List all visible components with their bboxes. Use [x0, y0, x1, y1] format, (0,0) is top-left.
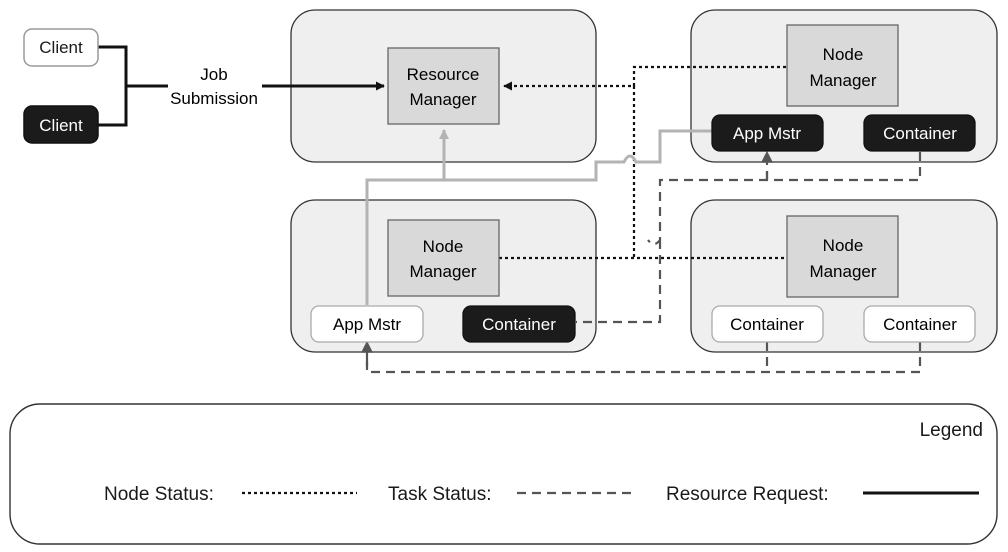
- legend-task-status-label: Task Status:: [388, 484, 492, 505]
- app-master-request-line-top: [444, 129, 712, 182]
- client-dark-box: Client: [23, 105, 99, 144]
- legend-panel: [9, 403, 998, 545]
- container-top-right-box: Container: [863, 114, 976, 152]
- legend-title: Legend: [920, 420, 983, 441]
- container-middle-box: Container: [462, 305, 576, 343]
- node-manager-bottom-right-line2: Manager: [809, 262, 876, 281]
- container-bottom-right-b-box: Container: [863, 305, 976, 343]
- client-join-line: [98, 45, 128, 127]
- resource-manager-label-line1: Resource: [407, 65, 480, 84]
- node-manager-top-right-box: Node Manager: [786, 24, 899, 107]
- resource-manager-box: Resource Manager: [387, 47, 500, 125]
- container-top-right-label: Container: [883, 124, 957, 143]
- node-manager-middle-box: Node Manager: [387, 219, 500, 297]
- node-manager-middle-line2: Manager: [409, 262, 476, 281]
- container-middle-label: Container: [482, 315, 556, 334]
- container-bottom-right-a-label: Container: [730, 315, 804, 334]
- app-master-middle-label: App Mstr: [333, 315, 401, 334]
- node-manager-top-right-line2: Manager: [809, 71, 876, 90]
- legend-resource-request-label: Resource Request:: [666, 484, 829, 505]
- client-light-label: Client: [39, 38, 83, 57]
- app-master-middle-box: App Mstr: [310, 305, 424, 343]
- node-manager-bottom-right-line1: Node: [823, 236, 864, 255]
- legend-node-status-label: Node Status:: [104, 484, 214, 505]
- node-status-line-top: [503, 65, 786, 91]
- container-bottom-right-a-box: Container: [711, 305, 824, 343]
- container-bottom-right-b-label: Container: [883, 315, 957, 334]
- app-master-top-right-label: App Mstr: [733, 124, 801, 143]
- client-light-box: Client: [23, 28, 99, 67]
- resource-manager-label-line2: Manager: [409, 90, 476, 109]
- node-manager-top-right-line1: Node: [823, 45, 864, 64]
- node-status-line-lower: [499, 86, 786, 260]
- node-manager-bottom-right-box: Node Manager: [786, 215, 899, 298]
- app-master-top-right-box: App Mstr: [711, 114, 824, 152]
- client-dark-label: Client: [39, 116, 83, 135]
- job-submission-label-line1: Job: [200, 65, 227, 84]
- job-submission-label-line2: Submission: [170, 89, 258, 108]
- node-manager-middle-line1: Node: [423, 237, 464, 256]
- app-master-request-line-middle: [365, 129, 449, 305]
